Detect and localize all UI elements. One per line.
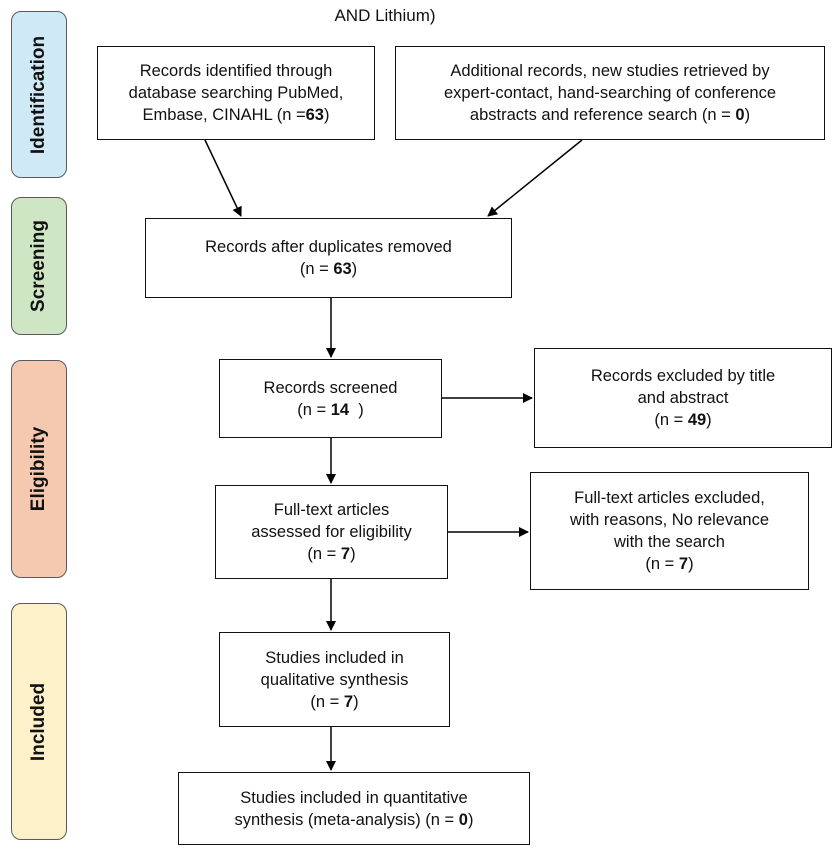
records-screened-line2: (n = 14 ) (297, 400, 364, 419)
fulltext-assessed-count: 7 (340, 545, 351, 563)
qualitative-synthesis-line2: qualitative synthesis (260, 670, 409, 689)
duplicates-removed-box: Records after duplicates removed (n = 63… (145, 218, 512, 298)
qualitative-synthesis-box: Studies included in qualitative synthesi… (219, 632, 450, 727)
excluded-title-line2: and abstract (637, 389, 729, 407)
fulltext-excluded-line2: with reasons, No relevance (569, 511, 769, 529)
duplicates-removed-line2: (n = 63) (299, 260, 358, 278)
top-caption: AND Lithium) (334, 6, 436, 25)
qualitative-synthesis-line1: Studies included in (265, 648, 404, 667)
additional-records-line3: abstracts and reference search (n = 0) (469, 106, 751, 124)
fulltext-assessed-box: Full-text articles assessed for eligibil… (215, 485, 448, 579)
additional-records-box: Additional records, new studies retrieve… (395, 46, 825, 140)
fulltext-excluded-line1: Full-text articles excluded, (574, 489, 765, 507)
records-screened-line1: Records screened (263, 378, 398, 397)
excluded-title-line1: Records excluded by title (590, 367, 776, 385)
database-records-count: 63 (305, 106, 324, 124)
database-records-line1: Records identified through (139, 62, 333, 80)
stage-identification: Identification (11, 11, 67, 178)
stage-included: Included (11, 603, 67, 840)
quantitative-synthesis-line2: synthesis (meta-analysis) (n = 0) (234, 810, 474, 829)
quantitative-synthesis-box: Studies included in quantitative synthes… (178, 772, 530, 845)
excluded-title-abstract-box: Records excluded by title and abstract (… (534, 348, 832, 448)
records-screened-box: Records screened (n = 14 ) (219, 359, 442, 438)
duplicates-removed-line1: Records after duplicates removed (205, 238, 452, 256)
stage-eligibility: Eligibility (11, 360, 67, 578)
duplicates-removed-count: 63 (333, 260, 352, 278)
stage-screening: Screening (11, 197, 67, 335)
database-records-box: Records identified through database sear… (97, 46, 375, 140)
qualitative-synthesis-line3: (n = 7) (310, 692, 359, 711)
qualitative-synthesis-count: 7 (343, 692, 354, 711)
arrow-additional-to-duplicates (487, 139, 583, 217)
quantitative-synthesis-line1: Studies included in quantitative (240, 788, 468, 807)
additional-records-line2: expert-contact, hand-searching of confer… (443, 84, 777, 102)
fulltext-assessed-line2: assessed for eligibility (251, 523, 412, 541)
fulltext-assessed-line3: (n = 7) (307, 545, 356, 563)
quantitative-synthesis-count: 0 (458, 810, 468, 829)
fulltext-assessed-line1: Full-text articles (273, 501, 390, 519)
fulltext-excluded-line4: (n = 7) (645, 555, 694, 573)
arrow-database-to-duplicates (204, 139, 242, 217)
excluded-title-line3: (n = 49) (654, 411, 712, 429)
fulltext-excluded-count: 7 (678, 555, 689, 573)
additional-records-line1: Additional records, new studies retrieve… (450, 62, 770, 80)
additional-records-count: 0 (735, 106, 745, 124)
database-records-line3: Embase, CINAHL (n =63) (142, 106, 330, 124)
database-records-line2: database searching PubMed, (128, 84, 344, 102)
excluded-title-count: 49 (687, 411, 707, 429)
fulltext-excluded-line3: with the search (614, 533, 725, 551)
records-screened-count: 14 (330, 400, 350, 419)
fulltext-excluded-box: Full-text articles excluded, with reason… (530, 472, 809, 590)
